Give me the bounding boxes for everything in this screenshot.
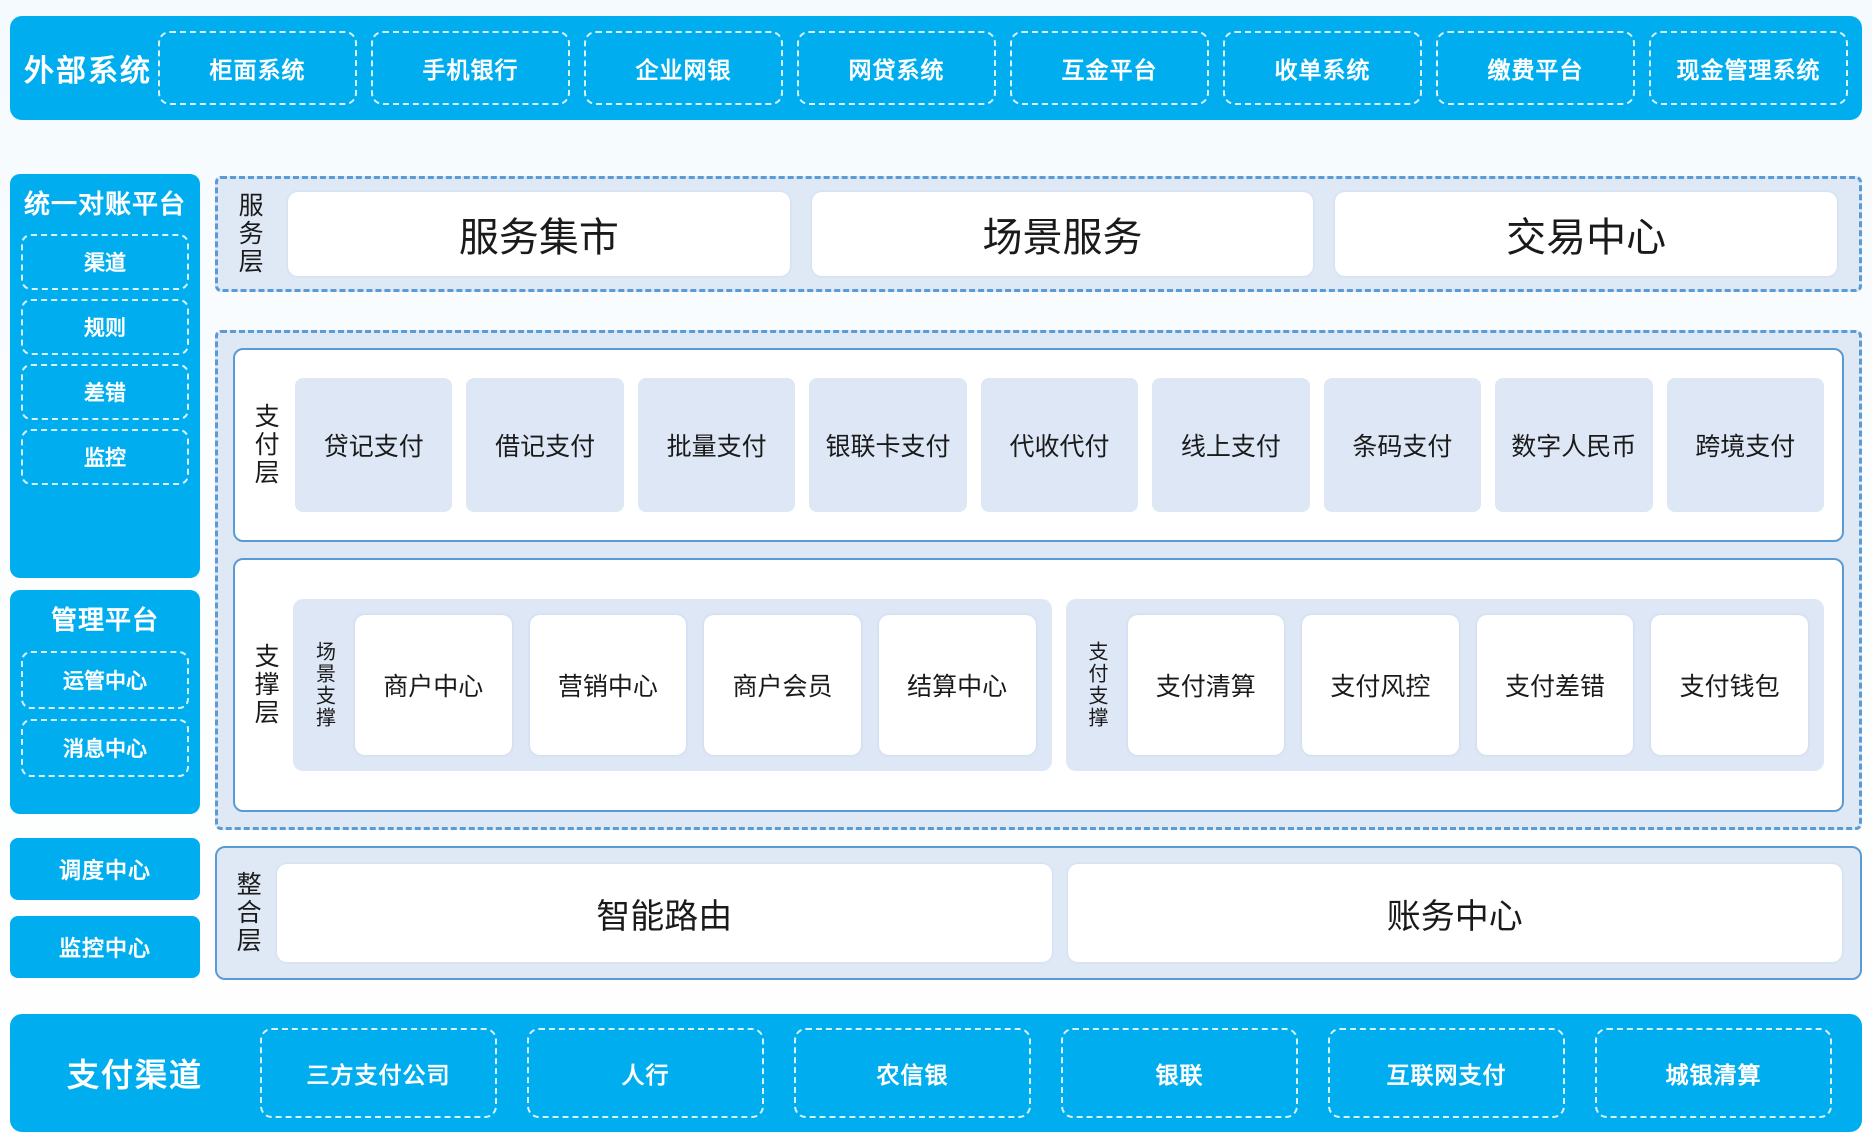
support-item-payment-error[interactable]: 支付差错 — [1476, 615, 1634, 755]
payment-item-barcode[interactable]: 条码支付 — [1323, 378, 1482, 512]
external-system-chip-5[interactable]: 互金平台 — [1010, 31, 1209, 105]
sidebar-item-channel[interactable]: 渠道 — [21, 234, 189, 290]
sidebar-management-title: 管理平台 — [50, 605, 159, 635]
support-group-payment-label: 支付支撑 — [1085, 641, 1107, 729]
payment-item-online[interactable]: 线上支付 — [1152, 378, 1310, 512]
support-item-merchant-center[interactable]: 商户中心 — [355, 615, 512, 755]
payment-channel-chip-3[interactable]: 农信银 — [794, 1028, 1031, 1118]
integration-layer-panel: 整合层 智能路由 账务中心 — [215, 846, 1862, 980]
support-group-payment-items: 支付清算 支付风控 支付差错 支付钱包 — [1127, 615, 1808, 755]
payment-channel-chip-5[interactable]: 互联网支付 — [1328, 1028, 1565, 1118]
payment-item-debit[interactable]: 借记支付 — [466, 378, 624, 512]
external-systems-bar: 外部系统 柜面系统 手机银行 企业网银 网贷系统 互金平台 收单系统 缴费平台 … — [10, 16, 1862, 120]
support-group-scenario-label: 场景支撑 — [312, 641, 335, 729]
external-system-chip-7[interactable]: 缴费平台 — [1436, 31, 1635, 105]
integration-layer-items: 智能路由 账务中心 — [277, 864, 1842, 962]
payment-item-unionpay-card[interactable]: 银联卡支付 — [809, 378, 967, 512]
payment-channel-chip-6[interactable]: 城银清算 — [1595, 1028, 1832, 1118]
payment-channel-chip-4[interactable]: 银联 — [1061, 1028, 1298, 1118]
sidebar-item-monitor[interactable]: 监控 — [21, 429, 189, 485]
service-layer-container: 服务层 服务集市 场景服务 交易中心 — [215, 176, 1862, 292]
payment-item-batch[interactable]: 批量支付 — [637, 378, 796, 512]
sidebar-item-monitor-center[interactable]: 监控中心 — [10, 916, 200, 978]
external-system-chip-2[interactable]: 手机银行 — [371, 31, 570, 105]
integration-layer-label: 整合层 — [233, 871, 262, 955]
support-layer-panel: 支撑层 场景支撑 商户中心 营销中心 商户会员 结算中心 支付支撑 支付清算 支… — [233, 558, 1844, 812]
service-item-market[interactable]: 服务集市 — [288, 192, 790, 276]
external-system-chip-4[interactable]: 网贷系统 — [797, 31, 996, 105]
service-item-trade[interactable]: 交易中心 — [1335, 192, 1838, 276]
payment-item-digital-rmb[interactable]: 数字人民币 — [1495, 378, 1653, 512]
payment-channel-chip-2[interactable]: 人行 — [527, 1028, 764, 1118]
support-group-payment: 支付支撑 支付清算 支付风控 支付差错 支付钱包 — [1065, 599, 1824, 771]
external-system-chip-8[interactable]: 现金管理系统 — [1649, 31, 1848, 105]
support-layer-groups: 场景支撑 商户中心 营销中心 商户会员 结算中心 支付支撑 支付清算 支付风控 … — [293, 599, 1824, 771]
sidebar-item-operations-center[interactable]: 运管中心 — [21, 651, 189, 709]
service-layer-inner: 服务层 服务集市 场景服务 交易中心 — [218, 179, 1859, 289]
external-systems-items: 柜面系统 手机银行 企业网银 网贷系统 互金平台 收单系统 缴费平台 现金管理系… — [158, 31, 1848, 105]
external-system-chip-1[interactable]: 柜面系统 — [158, 31, 357, 105]
support-layer-label: 支撑层 — [251, 643, 280, 727]
payment-channels-title: 支付渠道 — [66, 1057, 203, 1093]
payment-item-collect-pay[interactable]: 代收代付 — [980, 378, 1139, 512]
payment-item-credit[interactable]: 贷记支付 — [295, 378, 453, 512]
support-item-merchant-member[interactable]: 商户会员 — [704, 615, 861, 755]
support-item-marketing-center[interactable]: 营销中心 — [529, 615, 687, 755]
sidebar-item-error[interactable]: 差错 — [21, 364, 189, 420]
sidebar-card-reconciliation: 统一对账平台 渠道 规则 差错 监控 — [10, 174, 200, 578]
external-system-chip-3[interactable]: 企业网银 — [584, 31, 783, 105]
support-item-payment-clearing[interactable]: 支付清算 — [1127, 615, 1285, 755]
sidebar-card-management: 管理平台 运管中心 消息中心 — [10, 590, 200, 814]
sidebar-reconciliation-title: 统一对账平台 — [23, 189, 186, 219]
payment-layer-items: 贷记支付 借记支付 批量支付 银联卡支付 代收代付 线上支付 条码支付 数字人民… — [295, 378, 1824, 512]
integration-item-smart-routing[interactable]: 智能路由 — [277, 864, 1052, 962]
support-group-scenario: 场景支撑 商户中心 营销中心 商户会员 结算中心 — [293, 599, 1052, 771]
support-item-payment-risk[interactable]: 支付风控 — [1302, 615, 1459, 755]
integration-item-accounting-center[interactable]: 账务中心 — [1067, 864, 1842, 962]
payment-channel-chip-1[interactable]: 三方支付公司 — [260, 1028, 497, 1118]
service-item-scenario[interactable]: 场景服务 — [811, 192, 1314, 276]
external-system-chip-6[interactable]: 收单系统 — [1223, 31, 1422, 105]
service-layer-items: 服务集市 场景服务 交易中心 — [288, 192, 1838, 276]
support-group-scenario-items: 商户中心 营销中心 商户会员 结算中心 — [355, 615, 1036, 755]
payment-item-crossborder[interactable]: 跨境支付 — [1666, 378, 1824, 512]
payment-layer-panel: 支付层 贷记支付 借记支付 批量支付 银联卡支付 代收代付 线上支付 条码支付 … — [233, 348, 1844, 542]
sidebar-item-dispatch-center[interactable]: 调度中心 — [10, 838, 200, 900]
sidebar-item-message-center[interactable]: 消息中心 — [21, 719, 189, 777]
support-item-payment-wallet[interactable]: 支付钱包 — [1651, 615, 1808, 755]
support-item-settlement-center[interactable]: 结算中心 — [878, 615, 1036, 755]
service-layer-label: 服务层 — [235, 192, 264, 276]
external-systems-title: 外部系统 — [24, 55, 152, 88]
payment-layer-label: 支付层 — [251, 403, 280, 487]
payment-channels-bar: 支付渠道 三方支付公司 人行 农信银 银联 互联网支付 城银清算 — [10, 1014, 1862, 1132]
sidebar-item-rule[interactable]: 规则 — [21, 299, 189, 355]
payment-channels-items: 三方支付公司 人行 农信银 银联 互联网支付 城银清算 — [260, 1028, 1832, 1118]
